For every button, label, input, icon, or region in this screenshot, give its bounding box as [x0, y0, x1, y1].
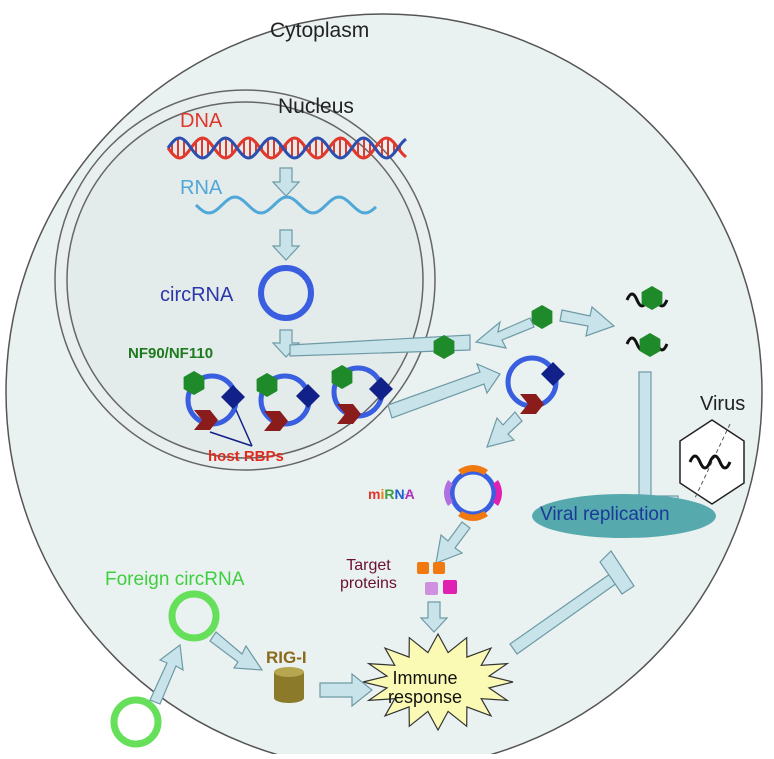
- viral-replication-label: Viral replication: [540, 504, 670, 525]
- target-proteins-line1: Target: [346, 557, 391, 574]
- cytoplasm-label: Cytoplasm: [270, 19, 370, 42]
- arrow-rna-to-circrna: [271, 229, 301, 261]
- host-rbps-pointers: [209, 409, 253, 447]
- complex-1: [183, 371, 245, 430]
- arrow-complex-export: [387, 362, 501, 419]
- arrow-complex-to-sponge: [486, 411, 523, 448]
- arrow-nf90-to-viral-rna: [559, 305, 616, 337]
- complex-3: [331, 365, 393, 424]
- virus-label: Virus: [700, 393, 746, 415]
- rna-label: RNA: [180, 177, 223, 199]
- arrow-nf90-export: [289, 334, 471, 357]
- arrow-targets-to-immune: [419, 601, 449, 633]
- host-rbps-label: host RBPs: [208, 448, 284, 465]
- nucleus-label: Nucleus: [278, 95, 354, 118]
- rna-wave-icon: [194, 195, 378, 215]
- immune-burst-icon: [362, 632, 514, 732]
- complex-2: [256, 373, 320, 431]
- foreign-circrna-label: Foreign circRNA: [105, 569, 245, 590]
- arrow-foreign-entry: [149, 643, 184, 705]
- arrow-sponge-to-targets: [435, 521, 471, 564]
- viral-replication-ellipse: [532, 494, 716, 538]
- rig-i-label: RIG-I: [266, 648, 307, 667]
- virus-hexagon-icon: [679, 419, 745, 505]
- dna-label: DNA: [180, 110, 223, 132]
- inhibition-immune-to-viral: [509, 550, 635, 655]
- nf90-nf110-label: NF90/NF110: [128, 345, 214, 362]
- circrna-label: circRNA: [160, 284, 234, 306]
- circrna-ring-icon: [258, 265, 314, 321]
- mirna-sponge: [395, 465, 502, 521]
- immune-line2: response: [388, 686, 463, 707]
- immune-line1: Immune: [392, 668, 458, 688]
- dna-helix-icon: [166, 136, 407, 160]
- arrow-rig-i-to-immune: [319, 672, 373, 708]
- target-proteins-line2: proteins: [340, 575, 397, 593]
- foreign-circrna-ring-icon: [168, 590, 220, 642]
- target-proteins-icon: [417, 562, 457, 595]
- target-proteins-label: Target proteins: [340, 557, 397, 594]
- arrow-foreign-to-rig-i: [209, 631, 264, 671]
- nucleus-inner-membrane: [66, 101, 424, 459]
- immune-response-label: Immune response: [388, 669, 462, 707]
- mirna-label: miRNA: [368, 486, 415, 502]
- arrow-dna-to-rna: [271, 167, 301, 197]
- arrow-nf90-to-nucleus: [474, 317, 535, 349]
- rig-i-cylinder-icon: [274, 667, 304, 703]
- cytoplasmic-complex: [505, 355, 565, 414]
- foreign-circrna-ring-icon: [110, 696, 162, 748]
